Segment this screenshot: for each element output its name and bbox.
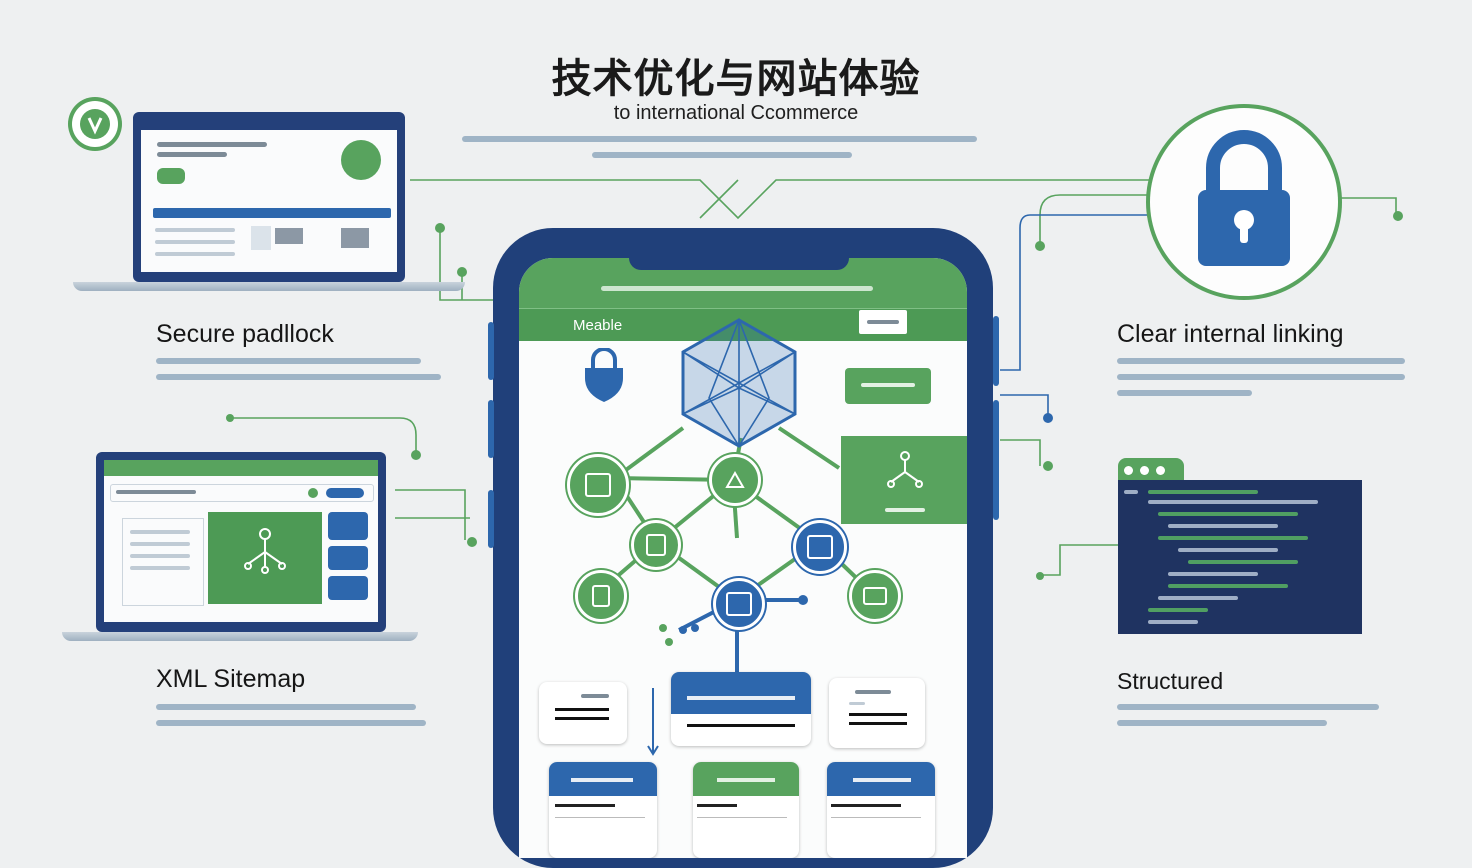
content-card-highlight (671, 672, 811, 746)
network-node-icon (567, 454, 629, 516)
speech-bubble (845, 368, 931, 404)
phone-side-button (488, 322, 494, 380)
page-subtitle: to international Ccommerce (613, 102, 859, 124)
phone-side-button (993, 316, 999, 386)
network-node-icon (849, 570, 901, 622)
content-card (829, 678, 925, 748)
content-card (539, 682, 627, 744)
laptop-screen-content (141, 120, 397, 272)
section-title-secure: Secure padllock (156, 320, 334, 348)
window-dot-icon (1140, 466, 1149, 475)
structured-text-placeholder (1117, 704, 1379, 726)
laptop-screen-content (104, 460, 378, 622)
phone-screen: Meable (519, 258, 967, 858)
laptop-bottom-left (62, 452, 418, 641)
network-node-icon (631, 520, 681, 570)
content-card-green (693, 762, 799, 858)
code-editor (1118, 458, 1362, 634)
section-title-linking: Clear internal linking (1117, 320, 1344, 348)
sitemap-tree-icon (208, 512, 322, 604)
intro-text-placeholder (462, 136, 977, 158)
padlock-icon (1150, 108, 1338, 296)
sitemap-text-placeholder (156, 704, 426, 726)
network-node-icon (575, 570, 627, 622)
window-dot-icon (1156, 466, 1165, 475)
laptop-top-left (73, 112, 465, 291)
content-card-blue (549, 762, 657, 858)
phone-nav-button[interactable] (859, 310, 907, 334)
page-title: 技术优化与网站体验 (551, 56, 921, 102)
phone-side-button (488, 400, 494, 458)
window-dot-icon (1124, 466, 1133, 475)
shield-badge-icon (72, 101, 118, 147)
network-node-icon (793, 520, 847, 574)
phone-nav-label: Meable (573, 317, 623, 334)
connector-lines (226, 179, 1403, 580)
content-card-blue (827, 762, 935, 858)
network-node-icon (709, 454, 761, 506)
flow-arrow (647, 688, 659, 756)
info-card-green (841, 436, 967, 524)
shield-icon (585, 348, 623, 402)
secure-text-placeholder (156, 358, 441, 380)
phone-notch (629, 258, 849, 270)
network-node-icon (713, 578, 765, 630)
section-title-structured: Structured (1117, 668, 1224, 694)
phone-side-button (993, 400, 999, 520)
phone-side-button (488, 490, 494, 548)
shield-icon (341, 140, 381, 180)
linking-text-placeholder (1117, 358, 1405, 396)
section-title-sitemap: XML Sitemap (156, 665, 306, 693)
